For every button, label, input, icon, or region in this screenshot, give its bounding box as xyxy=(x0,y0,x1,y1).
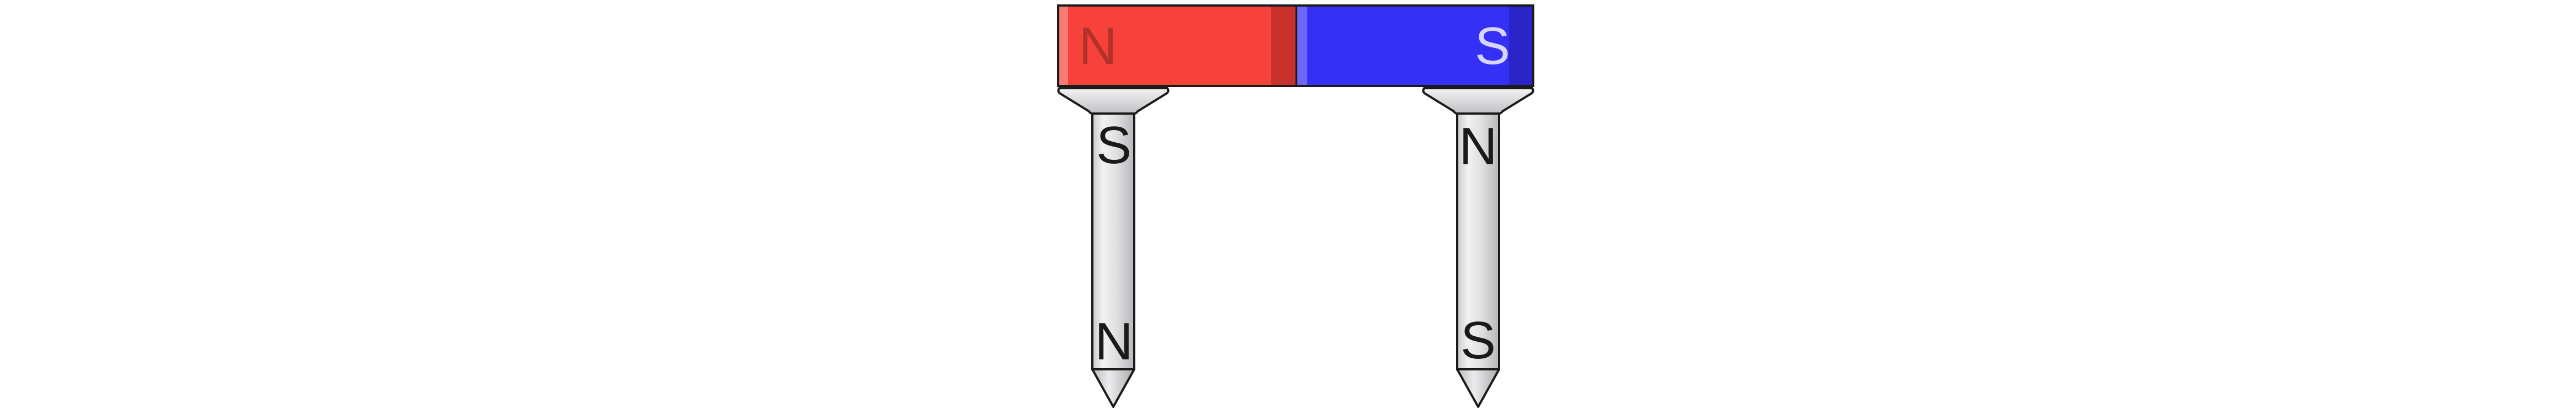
nail-left-bottom-label: N xyxy=(1095,312,1133,371)
nail-right: N S xyxy=(1422,87,1534,408)
south-half-body xyxy=(1296,6,1533,86)
north-half-body xyxy=(1058,6,1296,86)
nail-right-top-label: N xyxy=(1459,117,1497,176)
magnet-north-half: N xyxy=(1058,6,1296,86)
magnet-north-label: N xyxy=(1079,17,1117,76)
magnet-south-label: S xyxy=(1475,17,1510,76)
south-half-shade xyxy=(1509,6,1533,86)
magnet-south-half: S xyxy=(1296,6,1533,86)
nail-right-shaft xyxy=(1456,112,1500,370)
nail-right-bottom-label: S xyxy=(1461,311,1496,370)
nail-left-tip xyxy=(1091,368,1135,408)
bar-magnet: N S xyxy=(1057,4,1534,87)
nail-right-head xyxy=(1422,87,1534,115)
nail-left: S N xyxy=(1057,87,1170,408)
north-half-shade xyxy=(1271,6,1296,86)
south-half-highlight xyxy=(1296,6,1307,86)
nail-right-tip xyxy=(1456,368,1500,408)
north-half-highlight xyxy=(1058,6,1068,86)
nail-left-top-label: S xyxy=(1096,116,1131,175)
nail-left-head xyxy=(1057,87,1170,115)
